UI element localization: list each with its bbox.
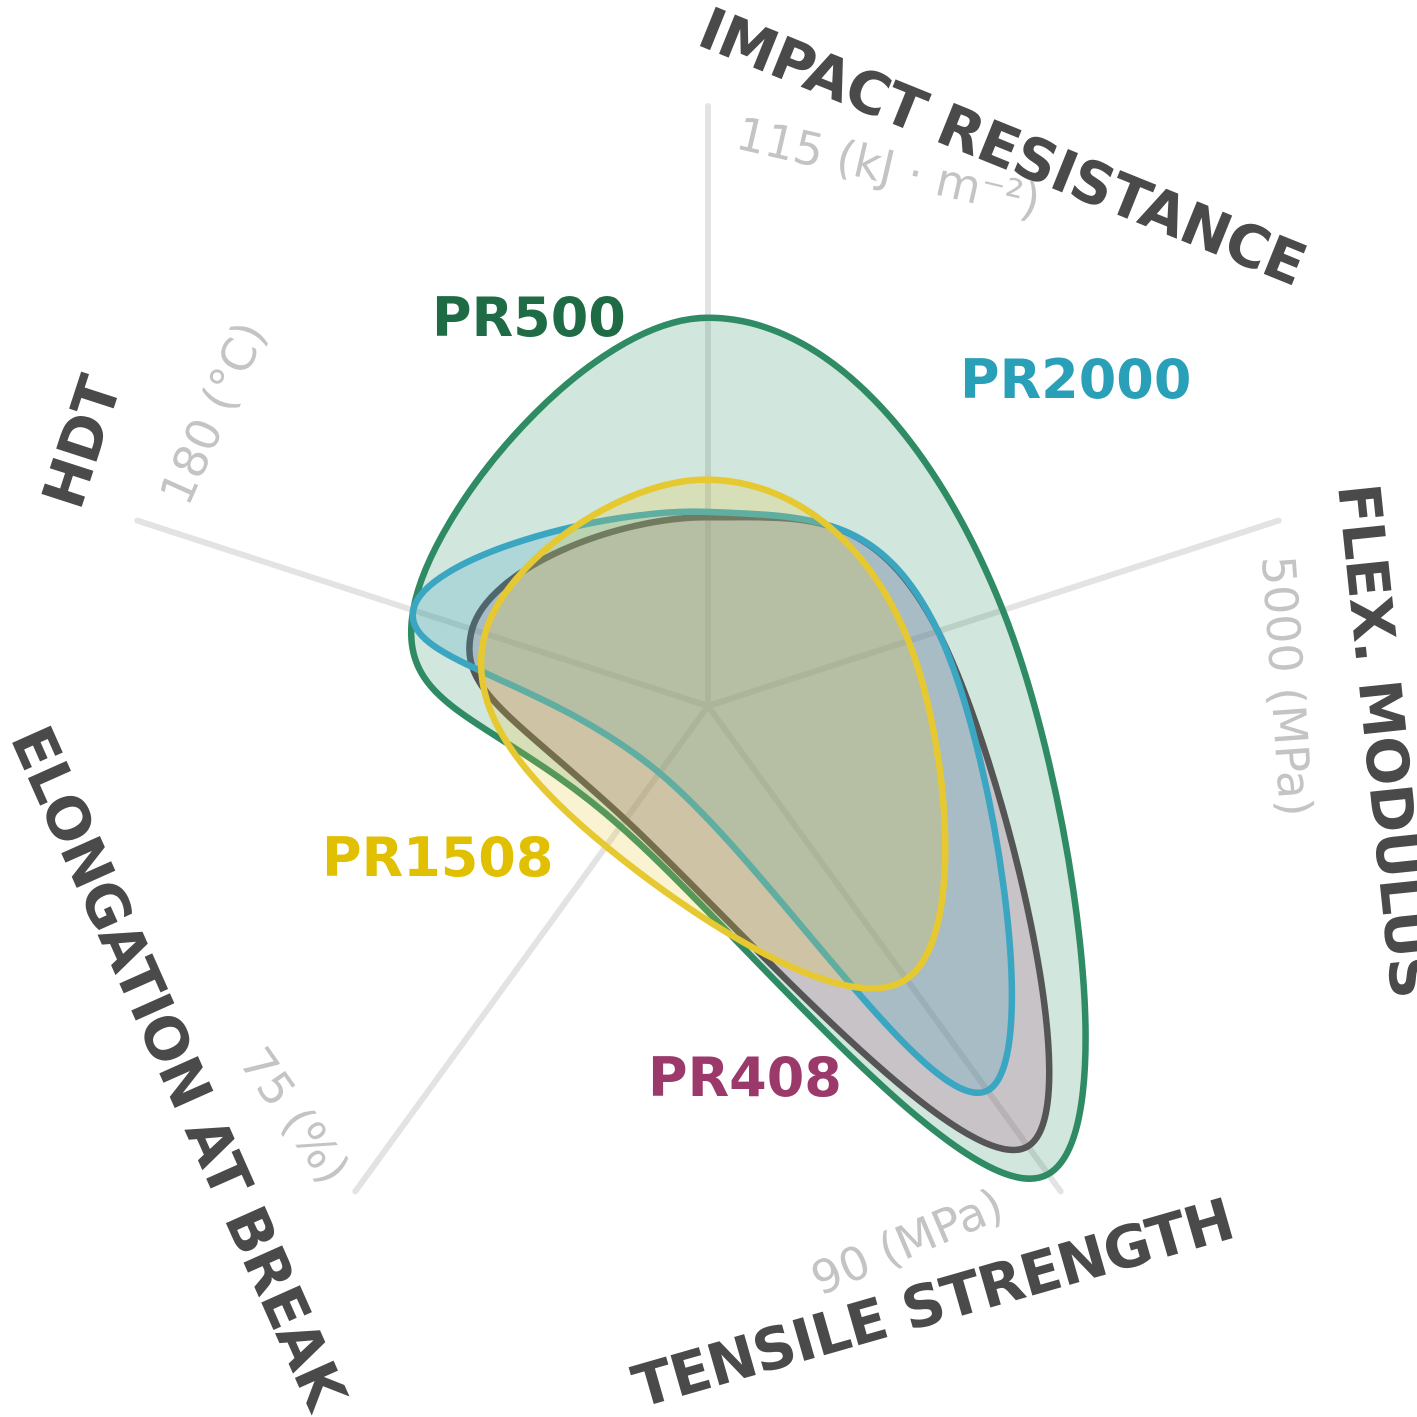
radar-spokes — [134, 103, 1282, 1195]
series-label-pr500: PR500 — [432, 286, 626, 349]
spoke-flex-modulus — [705, 517, 1282, 709]
axis-max-hdt: 180 (°C) — [149, 314, 277, 513]
series-label-pr2000: PR2000 — [960, 348, 1191, 411]
spoke-tensile-strength — [705, 703, 1064, 1195]
axis-title-elongation-at-break: ELONGATION AT BREAK — [0, 716, 361, 1417]
spoke-elongation-at-break — [352, 703, 711, 1195]
axis-title-hdt: HDT — [29, 367, 135, 516]
series-pr1508-shape — [477, 476, 949, 992]
series-pr500-shape — [408, 314, 1089, 1182]
series-label-pr1508: PR1508 — [322, 826, 553, 889]
spoke-hdt — [134, 517, 711, 709]
axis-max-flex-modulus: 5000 (MPa) — [1251, 554, 1323, 818]
series-pr2000-shape — [409, 508, 1016, 1096]
axis-title-flex-modulus: FLEX. MODULUS — [1324, 480, 1417, 1000]
radar-series-layer — [408, 314, 1089, 1182]
series-label-pr408: PR408 — [648, 1046, 842, 1109]
